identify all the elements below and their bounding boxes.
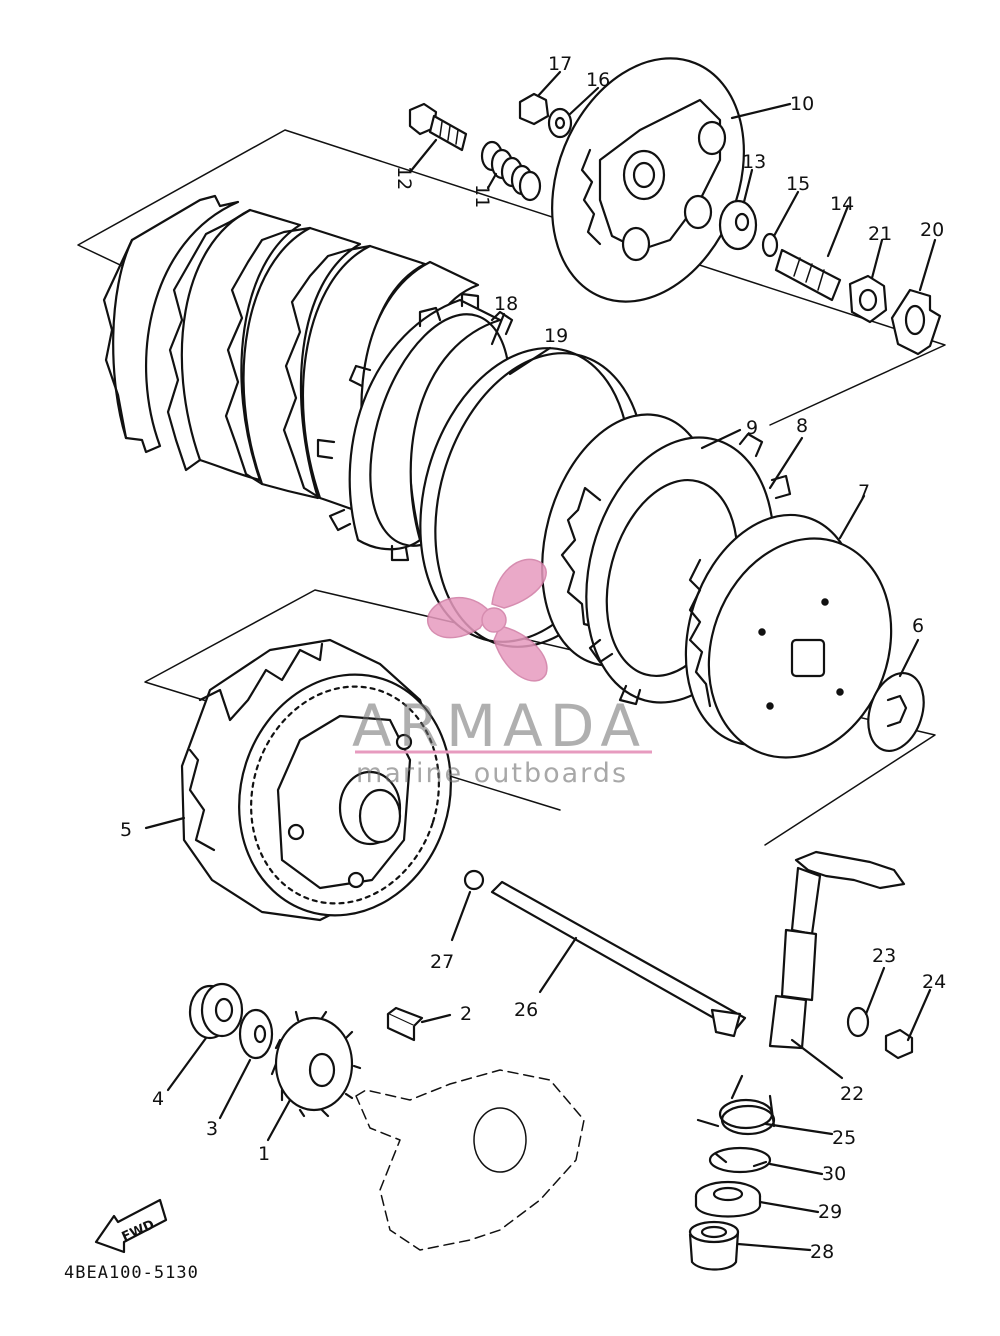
part-2-key [386, 1006, 424, 1042]
part-21-nut [848, 274, 888, 324]
watermark-brand: ARMADA [352, 692, 647, 760]
part-27-ball [463, 869, 485, 891]
callout-19: 19 [544, 325, 568, 347]
part-14-push-rod [774, 248, 842, 302]
part-3-washer [238, 1008, 274, 1060]
part-24-bolt [884, 1028, 914, 1060]
part-17-nut [518, 92, 550, 126]
part-5-clutch-housing [180, 638, 452, 922]
callout-28: 28 [810, 1241, 834, 1263]
callout-9: 9 [746, 417, 758, 439]
part-15-ring [761, 232, 779, 258]
armada-propeller-logo-icon [427, 558, 548, 682]
callout-20: 20 [920, 219, 944, 241]
part-1-primary-drive-gear [270, 1010, 362, 1118]
callout-labels: 1 2 3 4 5 6 7 8 9 10 11 12 13 14 15 16 1… [120, 53, 946, 1263]
armada-watermark: ARMADA marine outboards [352, 558, 652, 789]
callout-4: 4 [152, 1088, 164, 1110]
callout-27: 27 [430, 951, 454, 973]
leader-lines [144, 70, 937, 1252]
callout-26: 26 [514, 999, 538, 1021]
part-25-spring [696, 1074, 776, 1136]
part-11-spring [480, 140, 542, 202]
part-23-washer [846, 1006, 870, 1038]
callout-13: 13 [742, 151, 766, 173]
callout-11: 11 [471, 184, 493, 208]
part-12-bolt [408, 102, 468, 152]
part-13-cap [718, 199, 758, 251]
callout-6: 6 [912, 615, 924, 637]
fwd-direction-marker: FWD [94, 1198, 168, 1254]
part-4-bearing [188, 982, 244, 1040]
part-6-lock-washer [867, 672, 925, 752]
part-18-tabbed-plate [316, 292, 514, 562]
part-22-push-lever [768, 850, 906, 1050]
part-26-push-rod [490, 880, 747, 1038]
clutch-plates-stack [102, 194, 480, 540]
callout-30: 30 [822, 1163, 846, 1185]
callout-8: 8 [796, 415, 808, 437]
part-28-collar [688, 1220, 740, 1271]
callout-23: 23 [872, 945, 896, 967]
callout-24: 24 [922, 971, 946, 993]
clutch-plate-group-outline [77, 129, 946, 426]
callout-18: 18 [494, 293, 518, 315]
callout-21: 21 [868, 223, 892, 245]
callout-16: 16 [586, 69, 610, 91]
part-16-washer [547, 107, 573, 139]
callout-14: 14 [830, 193, 854, 215]
callout-12: 12 [393, 166, 415, 190]
callout-7: 7 [858, 481, 870, 503]
part-29-seal [694, 1180, 762, 1218]
watermark-tagline: marine outboards [356, 758, 628, 789]
diagram-code: 4BEA100-5130 [64, 1263, 199, 1283]
callout-5: 5 [120, 819, 132, 841]
callout-15: 15 [786, 173, 810, 195]
callout-3: 3 [206, 1118, 218, 1140]
crankcase-section [355, 1069, 585, 1251]
part-7-clutch-boss [684, 513, 893, 759]
callout-25: 25 [832, 1127, 856, 1149]
callout-2: 2 [460, 1003, 472, 1025]
part-30-circlip [708, 1146, 772, 1174]
callout-22: 22 [840, 1083, 864, 1105]
callout-29: 29 [818, 1201, 842, 1223]
part-10-pressure-cover [551, 57, 745, 303]
callout-1: 1 [258, 1143, 270, 1165]
part-20-lock-washer [890, 288, 942, 356]
callout-17: 17 [548, 53, 572, 75]
callout-10: 10 [790, 93, 814, 115]
